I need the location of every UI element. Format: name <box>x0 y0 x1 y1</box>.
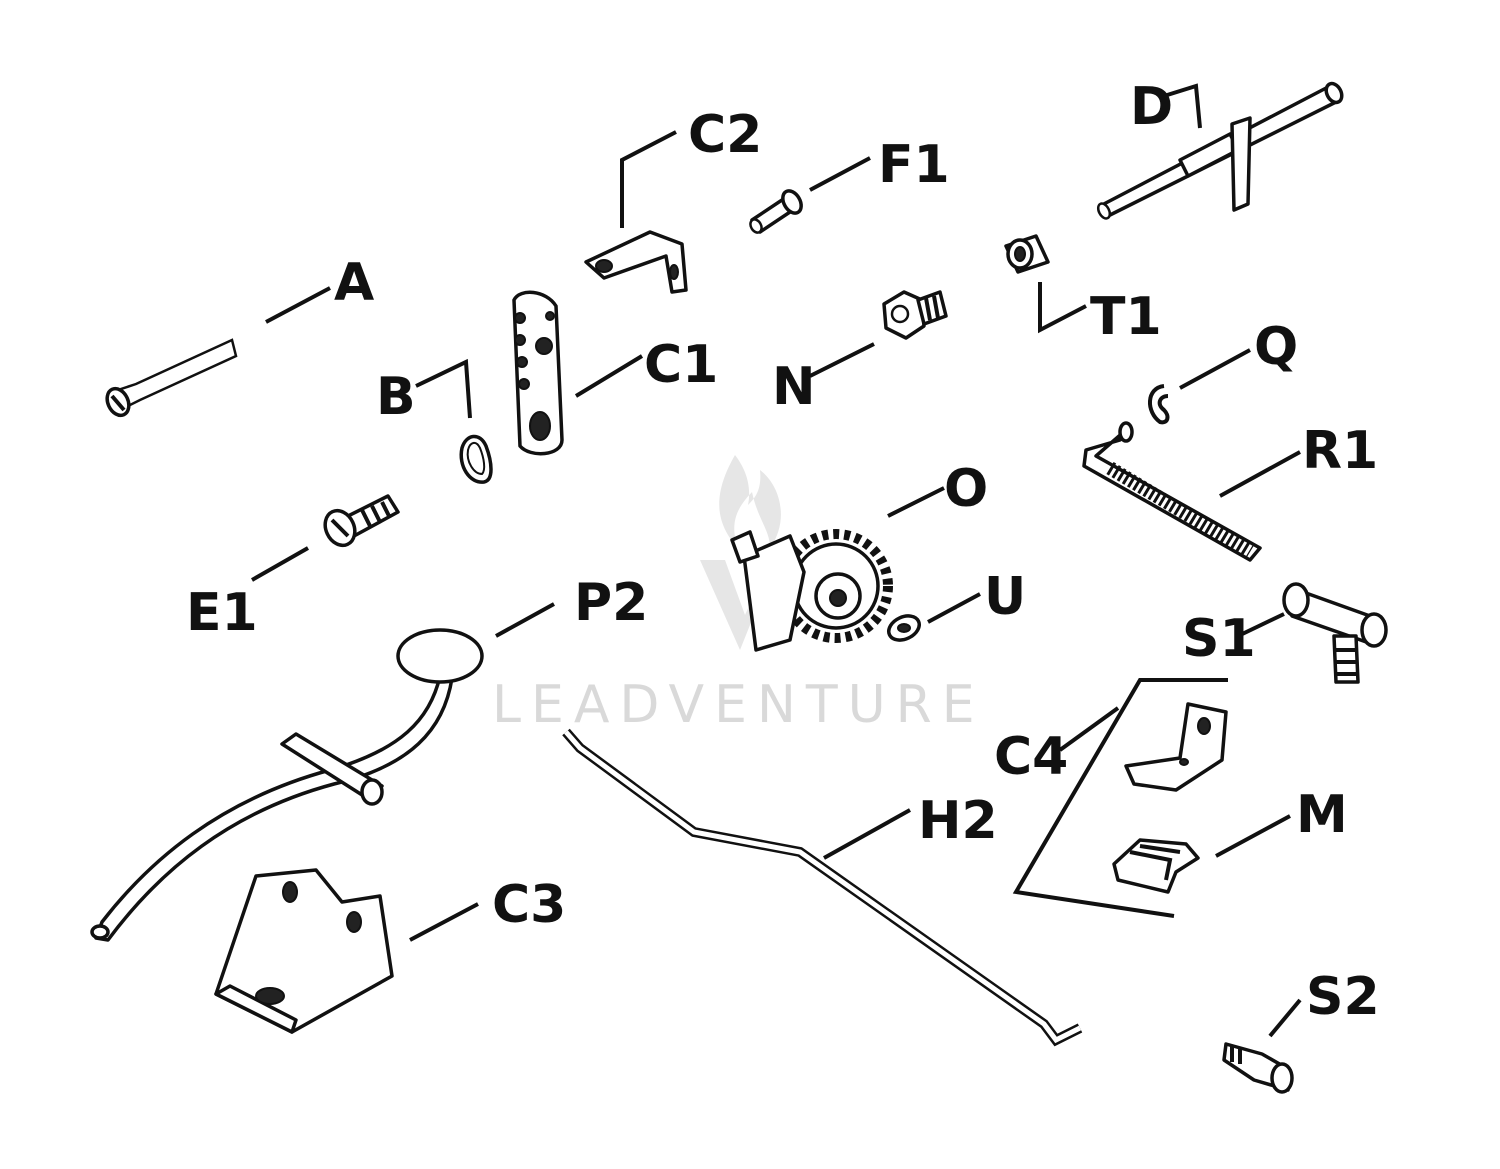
label-m: M <box>1296 785 1348 845</box>
label-c3: C3 <box>492 875 566 935</box>
leader-u <box>927 592 981 624</box>
leader-t1 <box>1038 282 1087 334</box>
label-u: U <box>984 567 1026 627</box>
leader-s2 <box>1268 998 1302 1038</box>
label-r1: R1 <box>1302 421 1378 481</box>
part-t1-bushing <box>1004 234 1050 274</box>
part-s2-fitting <box>1222 1042 1294 1094</box>
part-a-screw <box>105 338 238 418</box>
leader-b <box>415 358 472 419</box>
label-n: N <box>772 357 816 417</box>
part-c3-bracket <box>214 868 394 1034</box>
leader-f1 <box>809 156 871 192</box>
label-a: A <box>334 253 374 313</box>
watermark-text: LEADVENTURE <box>492 675 985 735</box>
label-q: Q <box>1254 317 1298 377</box>
label-b: B <box>376 367 416 427</box>
label-h2: H2 <box>918 791 998 851</box>
leader-e1 <box>251 546 309 582</box>
leader-r1 <box>1219 450 1301 498</box>
leader-c1 <box>574 354 644 398</box>
part-s1-swivel <box>1282 582 1388 684</box>
part-u-washer <box>887 614 921 642</box>
leader-q <box>1179 348 1251 390</box>
leader-a <box>265 286 331 324</box>
leader-h2 <box>823 808 911 860</box>
label-s1: S1 <box>1182 609 1256 669</box>
part-q-clip <box>1148 384 1170 425</box>
part-o-gear <box>730 529 893 652</box>
watermark: LEADVENTURE <box>492 455 985 735</box>
leader-d <box>1163 83 1202 129</box>
leader-o <box>887 486 945 518</box>
label-s2: S2 <box>1306 967 1380 1027</box>
label-o: O <box>944 459 988 519</box>
leader-n <box>809 342 875 378</box>
part-m-clamp <box>1112 838 1200 894</box>
leader-s1 <box>1237 612 1285 638</box>
label-p2: P2 <box>574 573 648 633</box>
label-c2: C2 <box>688 105 762 165</box>
part-c1-plate <box>512 290 564 456</box>
part-c4-bracket <box>1124 702 1228 792</box>
part-e1-screw <box>323 494 400 548</box>
part-f1-pin <box>749 189 803 234</box>
label-f1: F1 <box>878 135 950 195</box>
part-h2-rod <box>562 728 1083 1047</box>
part-d-shaft <box>1096 81 1344 220</box>
part-p2-pedal <box>90 628 484 942</box>
leader-c2 <box>620 130 677 228</box>
leader-p2 <box>495 602 555 638</box>
group-bracket-lines <box>1012 678 1228 918</box>
leader-c3 <box>409 902 479 942</box>
label-t1: T1 <box>1090 287 1162 347</box>
part-r1-rod <box>1082 421 1262 562</box>
label-e1: E1 <box>186 583 258 643</box>
label-c4: C4 <box>994 727 1068 787</box>
part-n-plug <box>882 290 948 340</box>
leader-c4 <box>1058 706 1120 752</box>
part-b-ring <box>459 434 493 484</box>
leader-m <box>1215 814 1291 858</box>
part-c2-bracket <box>584 230 688 294</box>
label-c1: C1 <box>644 335 718 395</box>
label-d: D <box>1130 77 1173 137</box>
